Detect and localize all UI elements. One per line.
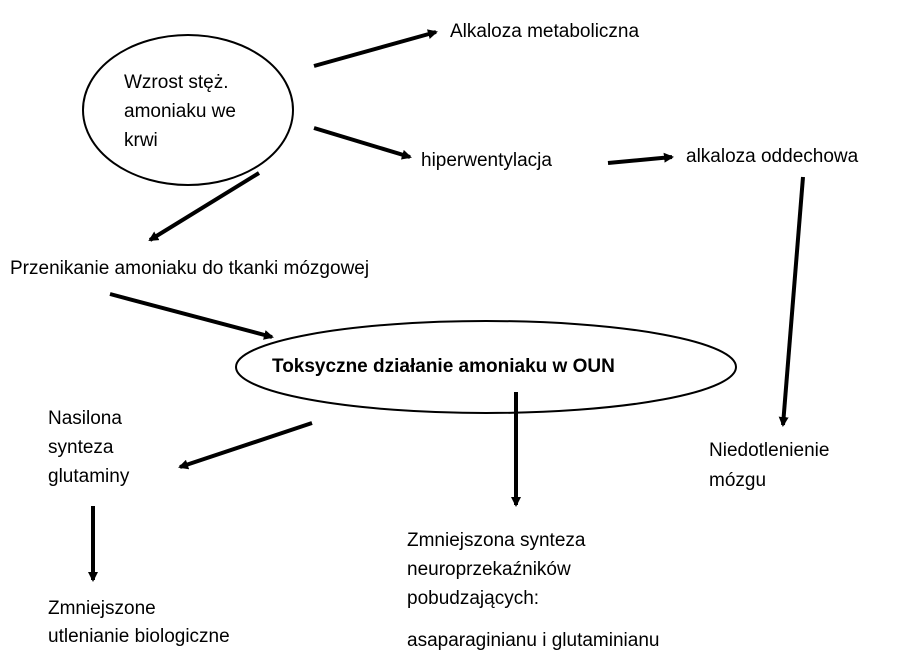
reduced-neurotransmitters-line-3: pobudzających: [407,588,540,609]
glutamine-synthesis-line-1: Nasilona [48,408,122,429]
metabolic-alkalosis-label: Alkaloza metaboliczna [450,21,640,42]
toxic-cns-label: Toksyczne działanie amoniaku w OUN [272,356,615,377]
aspartate-glutamate-label: asaparaginianu i glutaminianu [407,630,660,651]
toxic-cns-ellipse [235,320,737,414]
ammonia-blood-line-3: krwi [124,130,158,151]
hyperventilation-label: hiperwentylacja [421,150,552,171]
glutamine-synthesis-line-2: synteza [48,437,114,458]
reduced-oxidation-line-1: Zmniejszone [48,598,156,619]
arrow-to-glutamine-synthesis [178,421,313,470]
arrow-to-respiratory-alkalosis [607,152,674,165]
arrow-to-brain-penetration [148,171,261,242]
brain-penetration-label: Przenikanie amoniaku do tkanki mózgowej [10,258,370,279]
reduced-neurotransmitters-line-1: Zmniejszona synteza [407,530,586,551]
respiratory-alkalosis-label: alkaloza oddechowa [686,146,859,167]
reduced-neurotransmitters-line-2: neuroprzekaźników [407,559,571,580]
arrow-to-metabolic-alkalosis [313,29,438,68]
brain-hypoxia-line-1: Niedotlenienie [709,440,830,461]
reduced-oxidation-line-2: utlenianie biologiczne [48,626,230,647]
arrow-to-toxic-cns [109,292,274,340]
ammonia-blood-ellipse [82,34,294,186]
arrow-to-hyperventilation [313,126,412,160]
ammonia-blood-line-1: Wzrost stęż. [124,72,229,93]
ammonia-blood-line-2: amoniaku we [124,101,236,122]
glutamine-synthesis-line-3: glutaminy [48,466,130,487]
arrow-to-brain-hypoxia [778,176,805,427]
brain-hypoxia-line-2: mózgu [709,470,767,491]
